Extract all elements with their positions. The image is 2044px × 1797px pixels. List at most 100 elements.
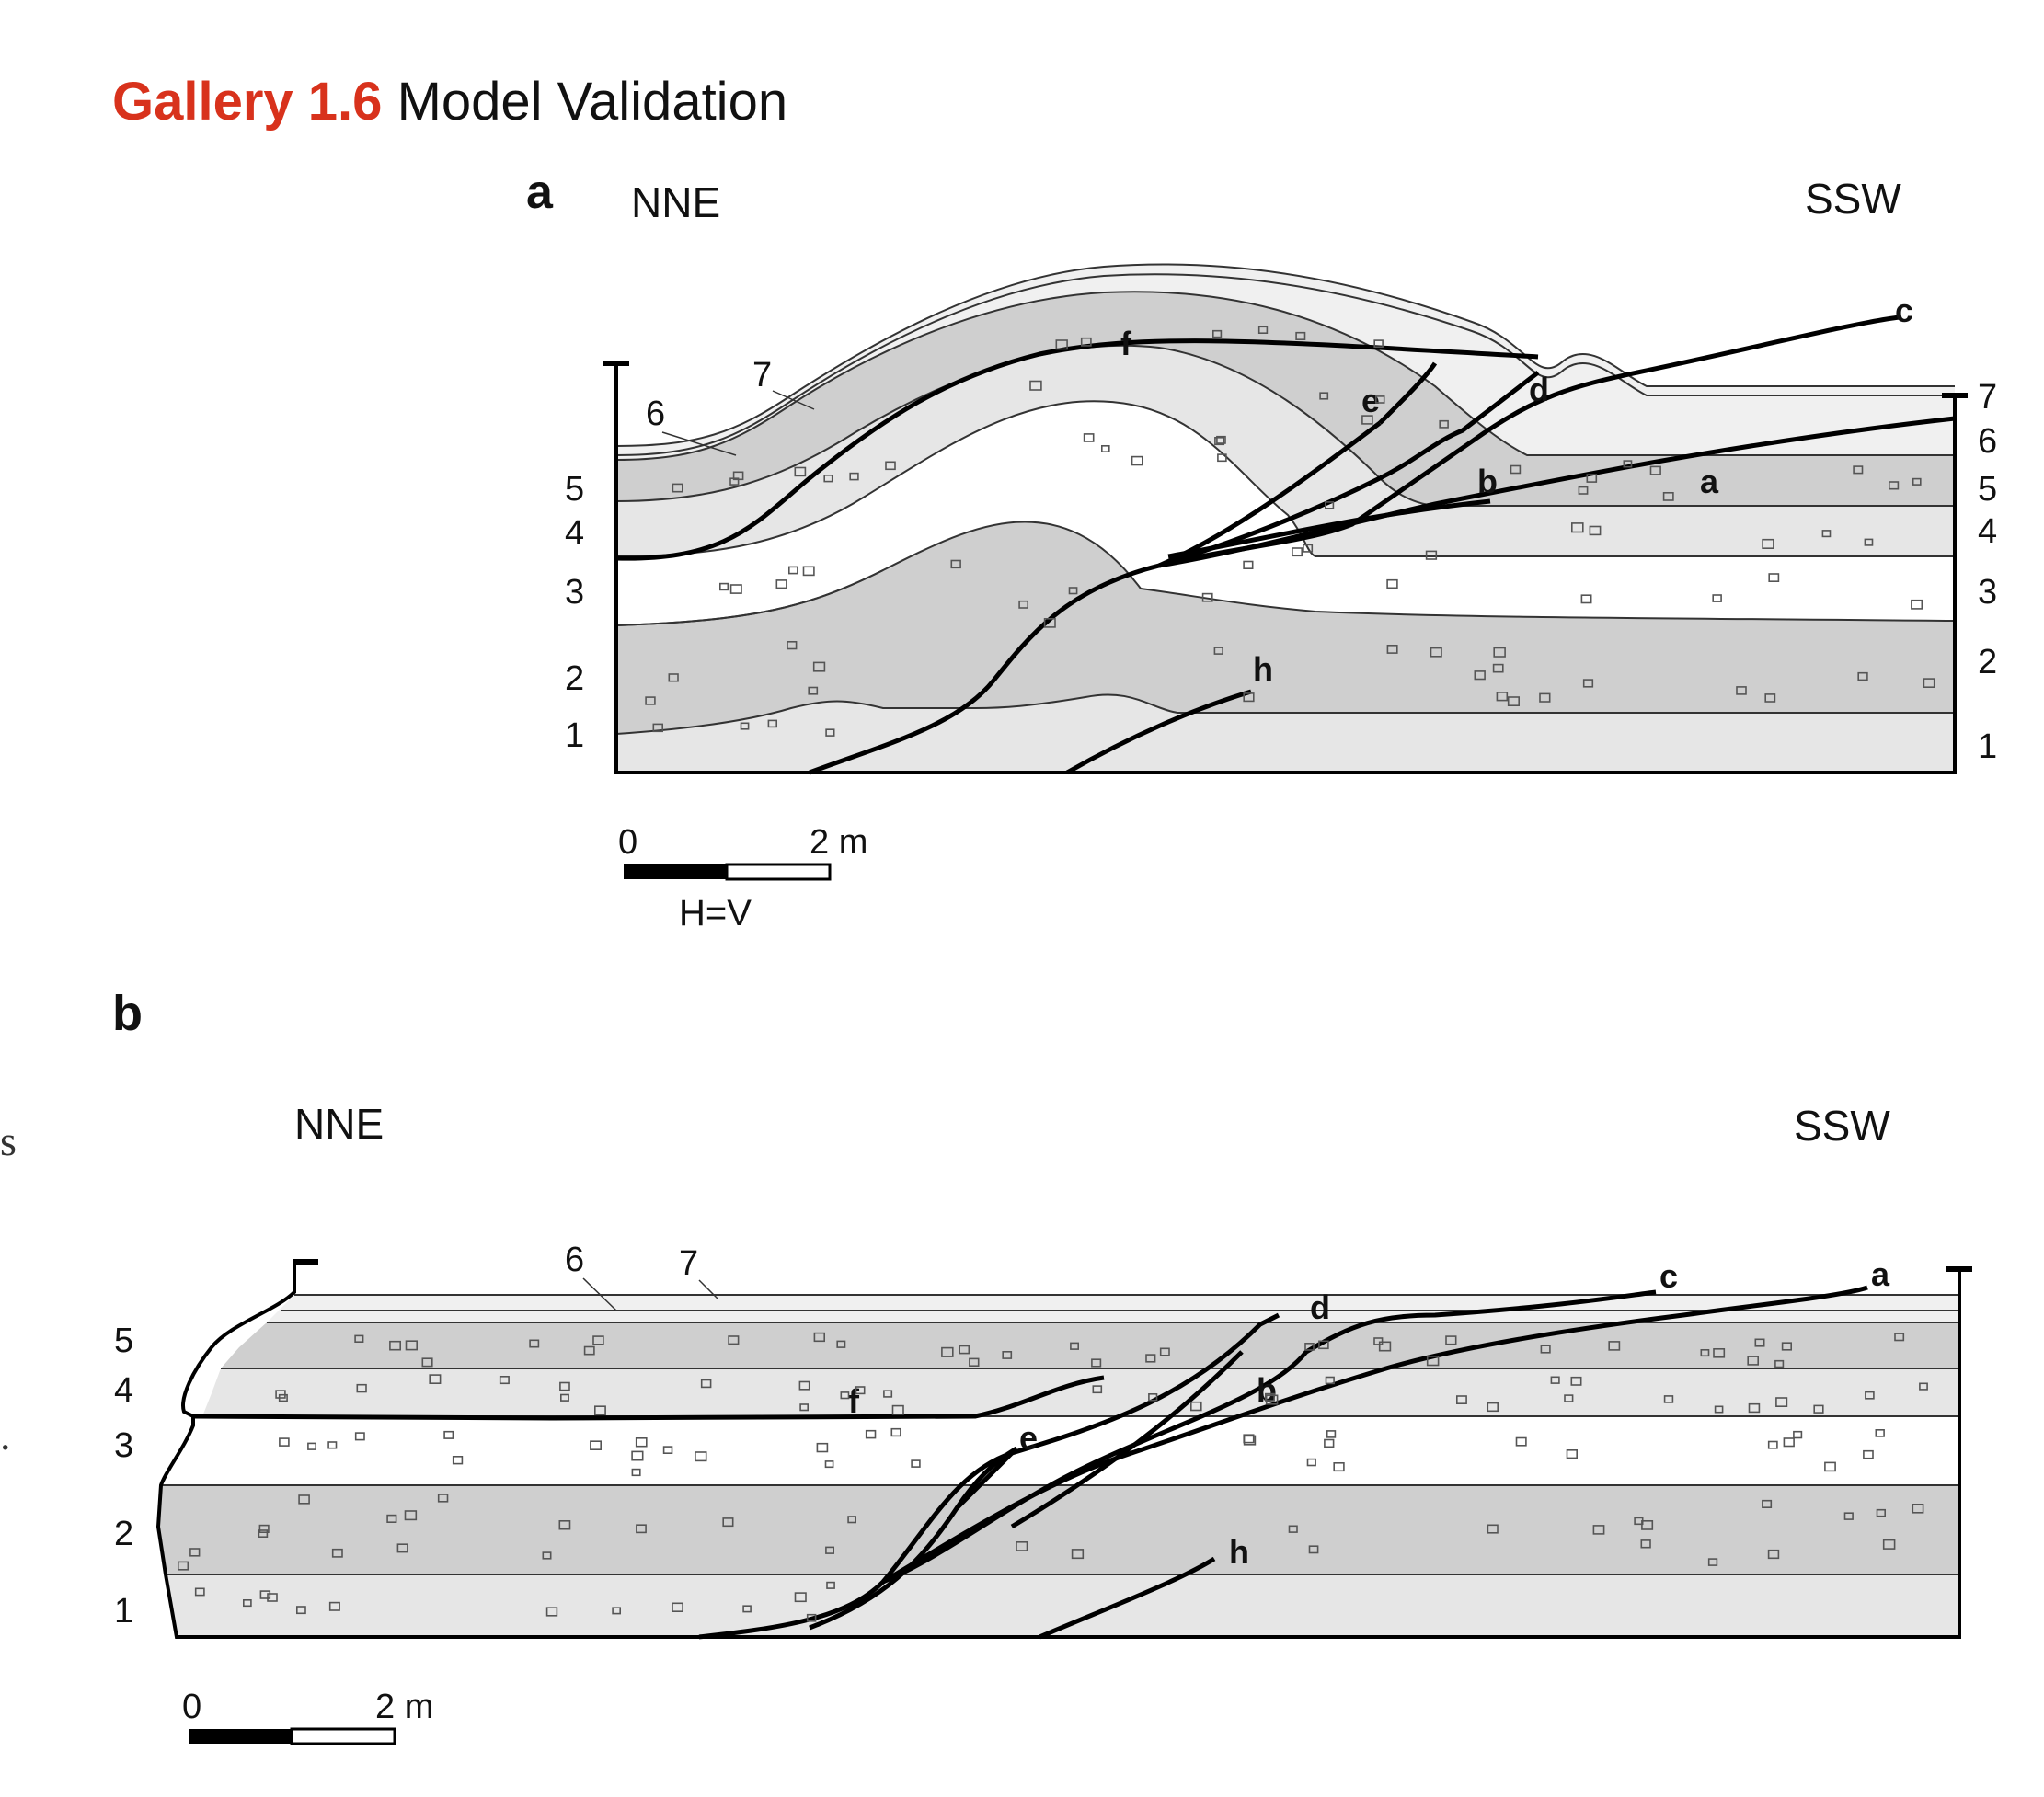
clast-mark <box>1762 1499 1773 1508</box>
clast-mark <box>1319 392 1329 400</box>
clast-mark <box>1578 486 1589 495</box>
a-fault-label-c: c <box>1895 292 1913 329</box>
clast-mark <box>1243 692 1255 703</box>
clast-mark <box>1257 326 1269 334</box>
clast-mark <box>816 1442 829 1453</box>
a-faults <box>615 315 1956 775</box>
a-left-layer-3: 3 <box>565 573 584 612</box>
clast-mark <box>558 1520 571 1530</box>
clast-mark <box>1566 1449 1578 1459</box>
clast-mark <box>1540 1345 1551 1354</box>
clast-mark <box>1445 1335 1457 1345</box>
b-fault-label-b: b <box>1257 1371 1277 1409</box>
clast-mark <box>298 1494 310 1505</box>
clast-mark <box>1781 1342 1792 1351</box>
clast-mark <box>452 1456 464 1465</box>
clast-mark <box>1843 1512 1854 1520</box>
clast-mark <box>865 1429 877 1439</box>
clast-mark <box>354 1334 364 1344</box>
clast-mark <box>1070 1342 1080 1350</box>
a-fault-label-a: a <box>1700 463 1719 500</box>
panel-b-right-direction: SSW <box>1794 1102 1890 1150</box>
clast-mark <box>1492 663 1504 673</box>
clast-mark <box>1487 1524 1499 1534</box>
a-right-layer-1: 1 <box>1978 727 1997 766</box>
a-right-layer-2: 2 <box>1978 643 1997 681</box>
clast-mark <box>1439 419 1449 429</box>
clast-mark <box>1857 671 1868 681</box>
clast-mark <box>542 1551 552 1560</box>
clast-mark <box>545 1607 558 1617</box>
clast-mark <box>718 582 729 591</box>
clast-mark <box>1592 1525 1605 1535</box>
clast-mark <box>645 696 656 705</box>
a-fault-label-d: d <box>1529 371 1549 408</box>
clast-mark <box>950 559 961 569</box>
a-layer-6-7 <box>616 264 1955 460</box>
clast-mark <box>787 566 798 575</box>
clast-mark <box>278 1393 288 1402</box>
clast-mark <box>1649 465 1661 475</box>
clast-mark <box>1265 1392 1275 1402</box>
clast-mark <box>1564 1394 1574 1402</box>
clast-mark <box>1386 644 1398 654</box>
clast-mark <box>742 1605 752 1613</box>
clast-mark <box>1570 1376 1582 1386</box>
b-layer-3 <box>161 1416 1959 1485</box>
clast-mark <box>1714 1405 1724 1414</box>
clast-mark <box>1043 617 1056 628</box>
clast-mark <box>593 1405 606 1415</box>
clast-mark <box>1623 460 1633 468</box>
gallery-number: Gallery 1.6 <box>112 72 383 132</box>
clast-mark <box>1325 1376 1335 1385</box>
a-right-layer-4: 4 <box>1978 512 1997 551</box>
a-right-layer-3: 3 <box>1978 573 1997 612</box>
clast-mark <box>396 1543 408 1553</box>
clast-mark <box>559 1381 570 1391</box>
clast-mark <box>1080 337 1092 347</box>
clast-mark <box>794 466 807 477</box>
clast-mark <box>1923 678 1935 688</box>
clast-mark <box>356 1383 367 1393</box>
clast-mark <box>499 1376 510 1385</box>
clast-mark <box>1736 686 1747 695</box>
clast-mark <box>728 1335 740 1345</box>
clast-mark <box>1580 594 1592 604</box>
clast-mark <box>307 1442 316 1450</box>
clast-mark <box>1762 538 1774 550</box>
clast-mark <box>529 1339 540 1348</box>
clast-mark <box>794 1592 807 1603</box>
a-layer-1-left <box>616 701 975 773</box>
clast-mark <box>1767 1549 1780 1560</box>
clast-mark <box>1101 444 1110 452</box>
clast-mark <box>1662 491 1674 501</box>
clast-mark <box>1361 415 1373 425</box>
clast-mark <box>1375 395 1385 404</box>
clast-mark <box>259 1590 271 1599</box>
clast-mark <box>775 579 787 589</box>
clast-mark <box>1292 547 1303 557</box>
clast-mark <box>826 1581 835 1589</box>
clast-mark <box>389 1340 401 1351</box>
clast-mark <box>1190 1401 1202 1412</box>
clast-mark <box>885 461 896 471</box>
clast-mark <box>812 661 826 672</box>
clast-mark <box>808 686 819 695</box>
clast-mark <box>1068 587 1078 595</box>
clast-mark <box>700 1379 712 1389</box>
clast-mark <box>189 1548 201 1557</box>
clast-mark <box>1865 1391 1875 1400</box>
b-scale-length: 2 m <box>375 1688 433 1726</box>
clast-mark <box>911 1459 921 1468</box>
a-unit-6-label: 6 <box>646 395 665 433</box>
clast-mark <box>802 566 815 577</box>
b-faults <box>192 1285 1868 1640</box>
clast-mark <box>1515 1436 1527 1447</box>
clast-mark <box>1318 1340 1329 1350</box>
clast-mark <box>1426 1356 1440 1367</box>
b-fault-label-h: h <box>1229 1533 1249 1571</box>
clast-mark <box>437 1494 449 1503</box>
clast-mark <box>825 1546 835 1554</box>
clast-mark <box>1295 331 1306 341</box>
clast-mark <box>1456 1395 1467 1404</box>
